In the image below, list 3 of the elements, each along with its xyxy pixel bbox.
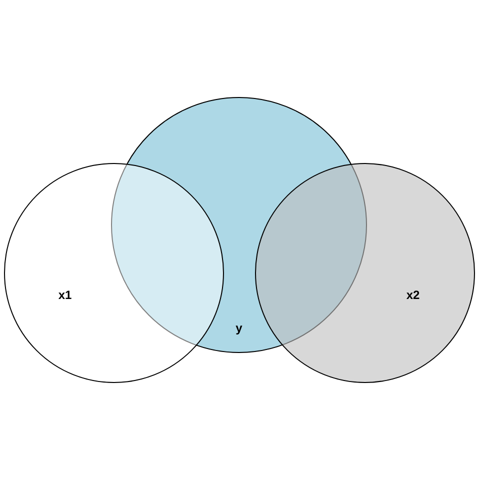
set-label: x1 [58, 288, 72, 302]
set-label: y [236, 321, 242, 335]
set-label: x2 [406, 288, 420, 302]
